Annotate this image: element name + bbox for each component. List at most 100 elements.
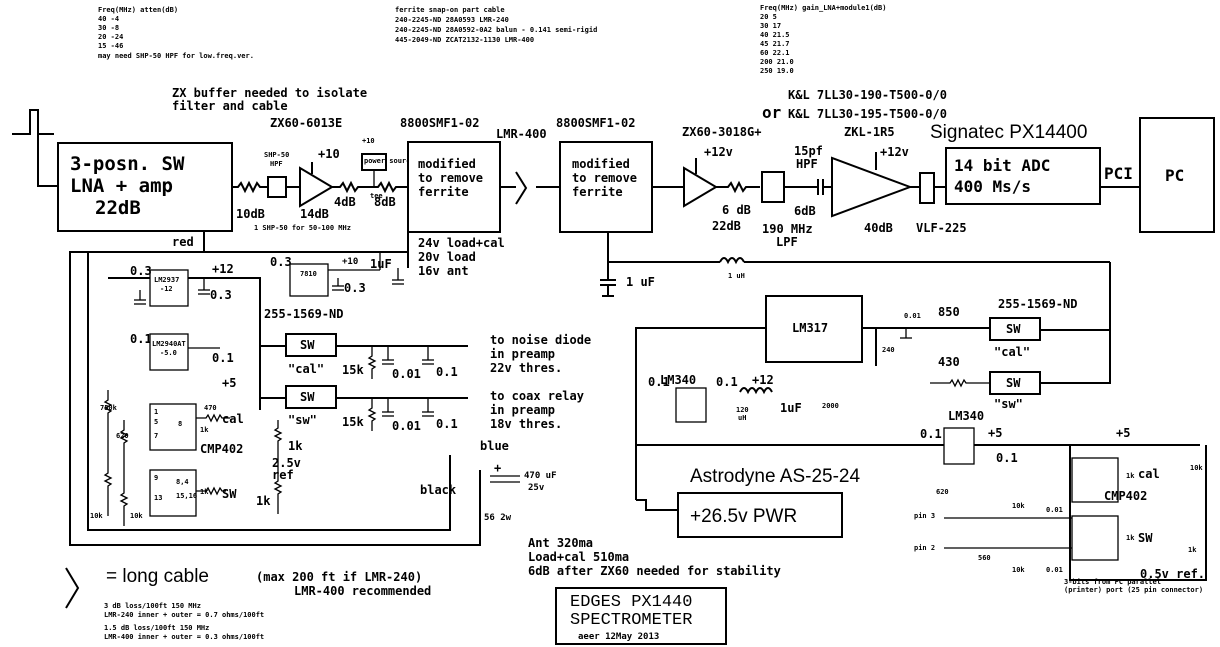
resistor-470	[196, 413, 230, 423]
sw-quote: "sw"	[994, 397, 1023, 411]
amp1-triangle	[299, 166, 334, 208]
amp2-supply: +12v	[704, 145, 733, 159]
cap-label: 1uF	[780, 401, 802, 415]
lm340-chip-a	[675, 387, 707, 423]
psu-label: +26.5v PWR	[690, 506, 797, 527]
legend-note: LMR-400 recommended	[294, 584, 431, 598]
hpf-label: SHP-50	[264, 151, 289, 159]
module1-name: 8800SMF1-02	[400, 116, 479, 130]
resistor-label: 10k	[1190, 464, 1203, 472]
pci-label: PCI	[1104, 164, 1133, 183]
sw-quote: "sw"	[288, 413, 317, 427]
sw-box-label: SW	[300, 390, 315, 404]
gain-row: Freq(MHz) gain_LNA+module1(dB)	[760, 4, 886, 12]
atten-row: 20 -24	[98, 33, 123, 41]
amp2-gain: 22dB	[712, 219, 741, 233]
rail-label: +12	[752, 373, 774, 387]
lm340-chip-b	[943, 427, 975, 465]
resistor-15k	[367, 398, 377, 431]
resistor-label: 15k	[342, 363, 364, 377]
gain-row: 250 19.0	[760, 67, 794, 75]
att-6db-label: 6 dB	[722, 203, 751, 217]
ferrite-row: 445-2049-ND ZCAT2132-1130 LMR-400	[395, 36, 534, 44]
chip-label: LM2940AT	[152, 340, 186, 348]
gain-row: 60 22.1	[760, 49, 790, 57]
cap-label: 0.1	[436, 417, 458, 431]
legend-text: = long cable	[106, 566, 209, 587]
kl-filter-note: K&L 7LL30-195-T500-0/0	[788, 107, 947, 121]
adc-label: 14 bit ADC	[954, 156, 1050, 175]
sw-box-label: SW	[1006, 322, 1021, 336]
amp3-gain: 40dB	[864, 221, 893, 235]
lm340-label: LM340	[660, 373, 696, 387]
resistor-label: 1k	[288, 439, 303, 453]
cmp402-chip-right-upper	[1071, 457, 1119, 503]
pin-label: 1	[154, 408, 158, 416]
lm340-label: LM340	[948, 409, 984, 423]
shp-note: 1 SHP-50 for 50-100 MHz	[254, 224, 351, 232]
ref-label: ref	[272, 468, 294, 482]
cap-1uf-label: 1 uF	[626, 275, 655, 289]
ferrite-row: 240-2245-ND 28A0592-0A2 balun - 0.141 se…	[395, 26, 597, 34]
pc-label: PC	[1165, 166, 1184, 185]
loss-note: 3 dB loss/100ft 150 MHz	[104, 602, 201, 610]
chip-label: -12	[160, 285, 173, 293]
ferrite-row: 240-2245-ND 28A0593 LMR-240	[395, 16, 509, 24]
bias-tee-supply: +10	[362, 137, 375, 145]
cmp402-label: CMP402	[200, 442, 243, 456]
amp3-name: ZKL-1R5	[844, 125, 895, 139]
resistor-label: 1k	[200, 488, 209, 496]
lm317-box	[765, 295, 863, 363]
noise-note: to noise diode	[490, 333, 591, 347]
module2-text: to remove	[572, 171, 637, 185]
ground-bus	[87, 252, 451, 531]
ref-label: 0.5v ref.	[1140, 567, 1205, 581]
inductor-120uh	[739, 387, 773, 395]
resistor-label: 15k	[342, 415, 364, 429]
resistor-label: 620	[116, 432, 129, 440]
or-label: or	[762, 103, 781, 122]
legend-note: (max 200 ft if LMR-240)	[256, 570, 422, 584]
stability-note: 6dB after ZX60 needed for stability	[528, 564, 781, 578]
module1-text: ferrite	[418, 185, 469, 199]
cap-label: 0.1	[130, 332, 152, 346]
antenna-symbol	[12, 109, 54, 135]
stability-note: Load+cal 510ma	[528, 550, 629, 564]
pin-label: 7	[154, 432, 158, 440]
loss-note: 1.5 dB loss/100ft 150 MHz	[104, 624, 209, 632]
cap-label: 0.1	[996, 451, 1018, 465]
pc-box	[1139, 117, 1215, 233]
bias-tee-sub: tee	[370, 192, 383, 200]
sw-cal-box	[285, 333, 337, 357]
coax-note: 18v thres.	[490, 417, 562, 431]
rail-label: +5	[222, 376, 236, 390]
cap-label: 0.1	[716, 375, 738, 389]
loss-note: LMR-240 inner + outer = 0.7 ohms/100ft	[104, 611, 264, 619]
title-line: EDGES PX1440	[570, 593, 692, 612]
lm317-label: LM317	[792, 321, 828, 335]
cap-label: 0.1	[212, 351, 234, 365]
ferrite-table: ferrite snap-on part cable 240-2245-ND 2…	[395, 6, 597, 44]
cap-label: 470 uF	[524, 471, 557, 481]
amp2-name: ZX60-3018G+	[682, 125, 761, 139]
pin-label: pin 2	[914, 544, 935, 552]
gain-row: 40 21.5	[760, 31, 790, 39]
resistor-label: 1k	[1188, 546, 1197, 554]
sw-part-label: 255-1569-ND	[998, 297, 1077, 311]
cap-label: 0.3	[344, 281, 366, 295]
hpf-label: HPF	[270, 160, 283, 168]
ref-rail	[1069, 445, 1207, 581]
rf-line	[370, 180, 408, 194]
module2-name: 8800SMF1-02	[556, 116, 635, 130]
module1-text: modified	[418, 157, 476, 171]
cap-label: 0.01	[392, 419, 421, 433]
inductor-label: uH	[738, 414, 746, 422]
cap-label: 0.01	[904, 312, 921, 320]
power-note: 16v ant	[418, 264, 469, 278]
supply-bus	[69, 231, 481, 546]
resistor-label: 1k	[200, 426, 209, 434]
lpf-label: LPF	[776, 235, 798, 249]
rail-label: +12	[212, 262, 234, 276]
inductor-label: 120	[736, 406, 749, 414]
